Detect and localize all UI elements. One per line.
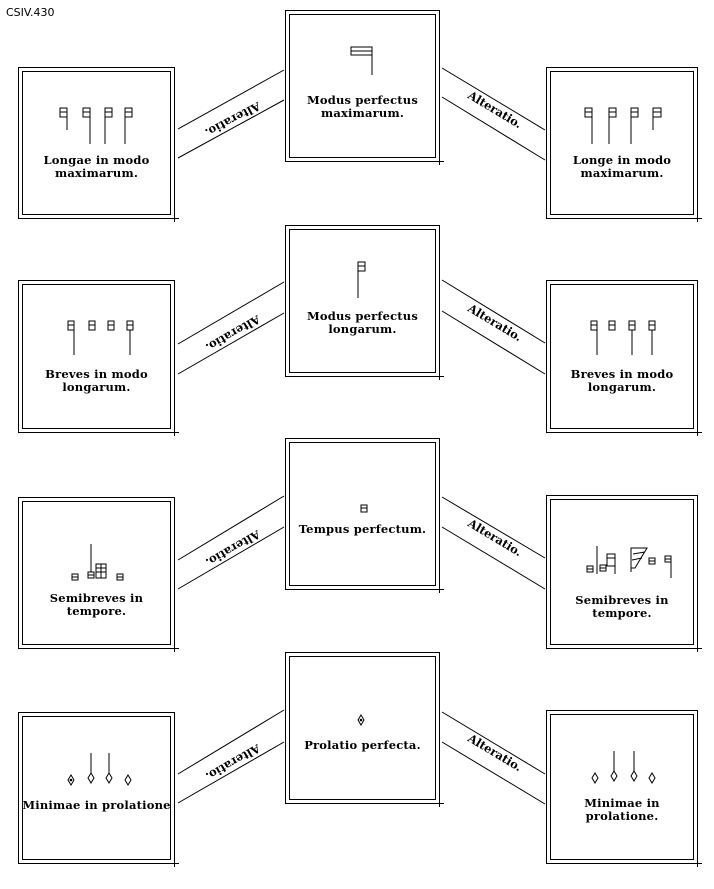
- connector-row4-left: Alteratio.: [177, 709, 285, 804]
- label-row1-right: Longe in modo maximarum.: [572, 153, 672, 180]
- label-row3-left: Semibreves in tempore.: [49, 591, 144, 618]
- notation-breves-longarum-right: [590, 320, 656, 355]
- alteratio-row4-right: Alteratio.: [465, 730, 525, 774]
- alteratio-row3-left: Alteratio.: [203, 527, 263, 570]
- box-row1-right: Longe in modo maximarum.: [546, 67, 702, 222]
- notation-breves-longarum-left: [67, 320, 134, 355]
- label-row4-left: Minimae in prolatione: [22, 798, 171, 812]
- notation-minimae-prolatione-right: [591, 751, 656, 784]
- label-row2-right: Breves in modo longarum.: [570, 367, 674, 394]
- label-row2-center: Modus perfectus longarum.: [306, 309, 419, 336]
- box-row4-right: Minimae in prolatione.: [546, 710, 702, 867]
- connector-row2-left: Alteratio.: [177, 281, 285, 375]
- reference-label: CSIV.430: [6, 6, 55, 19]
- label-row1-center: Modus perfectus maximarum.: [306, 93, 419, 120]
- label-row1-left: Longae in modo maximarum.: [43, 153, 150, 180]
- box-row2-right: Breves in modo longarum.: [546, 280, 702, 436]
- connector-row3-left: Alteratio.: [177, 495, 285, 590]
- label-row2-left: Breves in modo longarum.: [45, 367, 148, 394]
- box-row1-center: Modus perfectus maximarum.: [285, 10, 444, 165]
- label-row4-center: Prolatio perfecta.: [304, 738, 421, 752]
- connector-row3-right: Alteratio.: [441, 496, 546, 590]
- label-row3-right: Semibreves in tempore.: [575, 593, 669, 620]
- box-row3-left: Semibreves in tempore.: [18, 497, 179, 652]
- notation-tempus-perfectum: [360, 504, 368, 513]
- box-row1-left: Longae in modo maximarum.: [18, 67, 179, 222]
- label-row4-right: Minimae in prolatione.: [584, 796, 660, 823]
- box-row3-center: Tempus perfectum.: [285, 438, 444, 593]
- box-row4-center: Prolatio perfecta.: [285, 652, 444, 807]
- box-row2-left: Breves in modo longarum.: [18, 280, 179, 436]
- connector-row4-right: Alteratio.: [441, 711, 546, 805]
- connector-row1-left: Alteratio.: [177, 69, 285, 159]
- notation-minimae-prolatione-left: [67, 753, 132, 786]
- alteratio-row2-left: Alteratio.: [203, 312, 263, 355]
- notation-longae-maximarum-right: [584, 107, 662, 144]
- connector-row2-right: Alteratio.: [441, 279, 546, 375]
- alteratio-row3-right: Alteratio.: [465, 515, 525, 559]
- label-row3-center: Tempus perfectum.: [298, 522, 427, 536]
- alteratio-row1-left: Alteratio.: [203, 99, 264, 140]
- alteratio-row4-left: Alteratio.: [203, 741, 263, 784]
- notation-semibreves-tempore-right: [586, 546, 672, 578]
- box-row3-right: Semibreves in tempore.: [546, 495, 702, 652]
- alteratio-row1-right: Alteratio.: [465, 87, 525, 131]
- notation-modus-longarum: [357, 261, 366, 298]
- connector-row1-right: Alteratio.: [441, 67, 546, 161]
- alteratio-row2-right: Alteratio.: [465, 300, 525, 344]
- notation-prolatio-perfecta: [357, 714, 365, 726]
- box-row4-left: Minimae in prolatione: [18, 712, 179, 867]
- notation-longae-maximarum-left: [59, 107, 133, 144]
- notation-modus-maximarum: [350, 46, 373, 75]
- notation-semibreves-tempore-left: [71, 544, 124, 581]
- box-row2-center: Modus perfectus longarum.: [285, 225, 444, 380]
